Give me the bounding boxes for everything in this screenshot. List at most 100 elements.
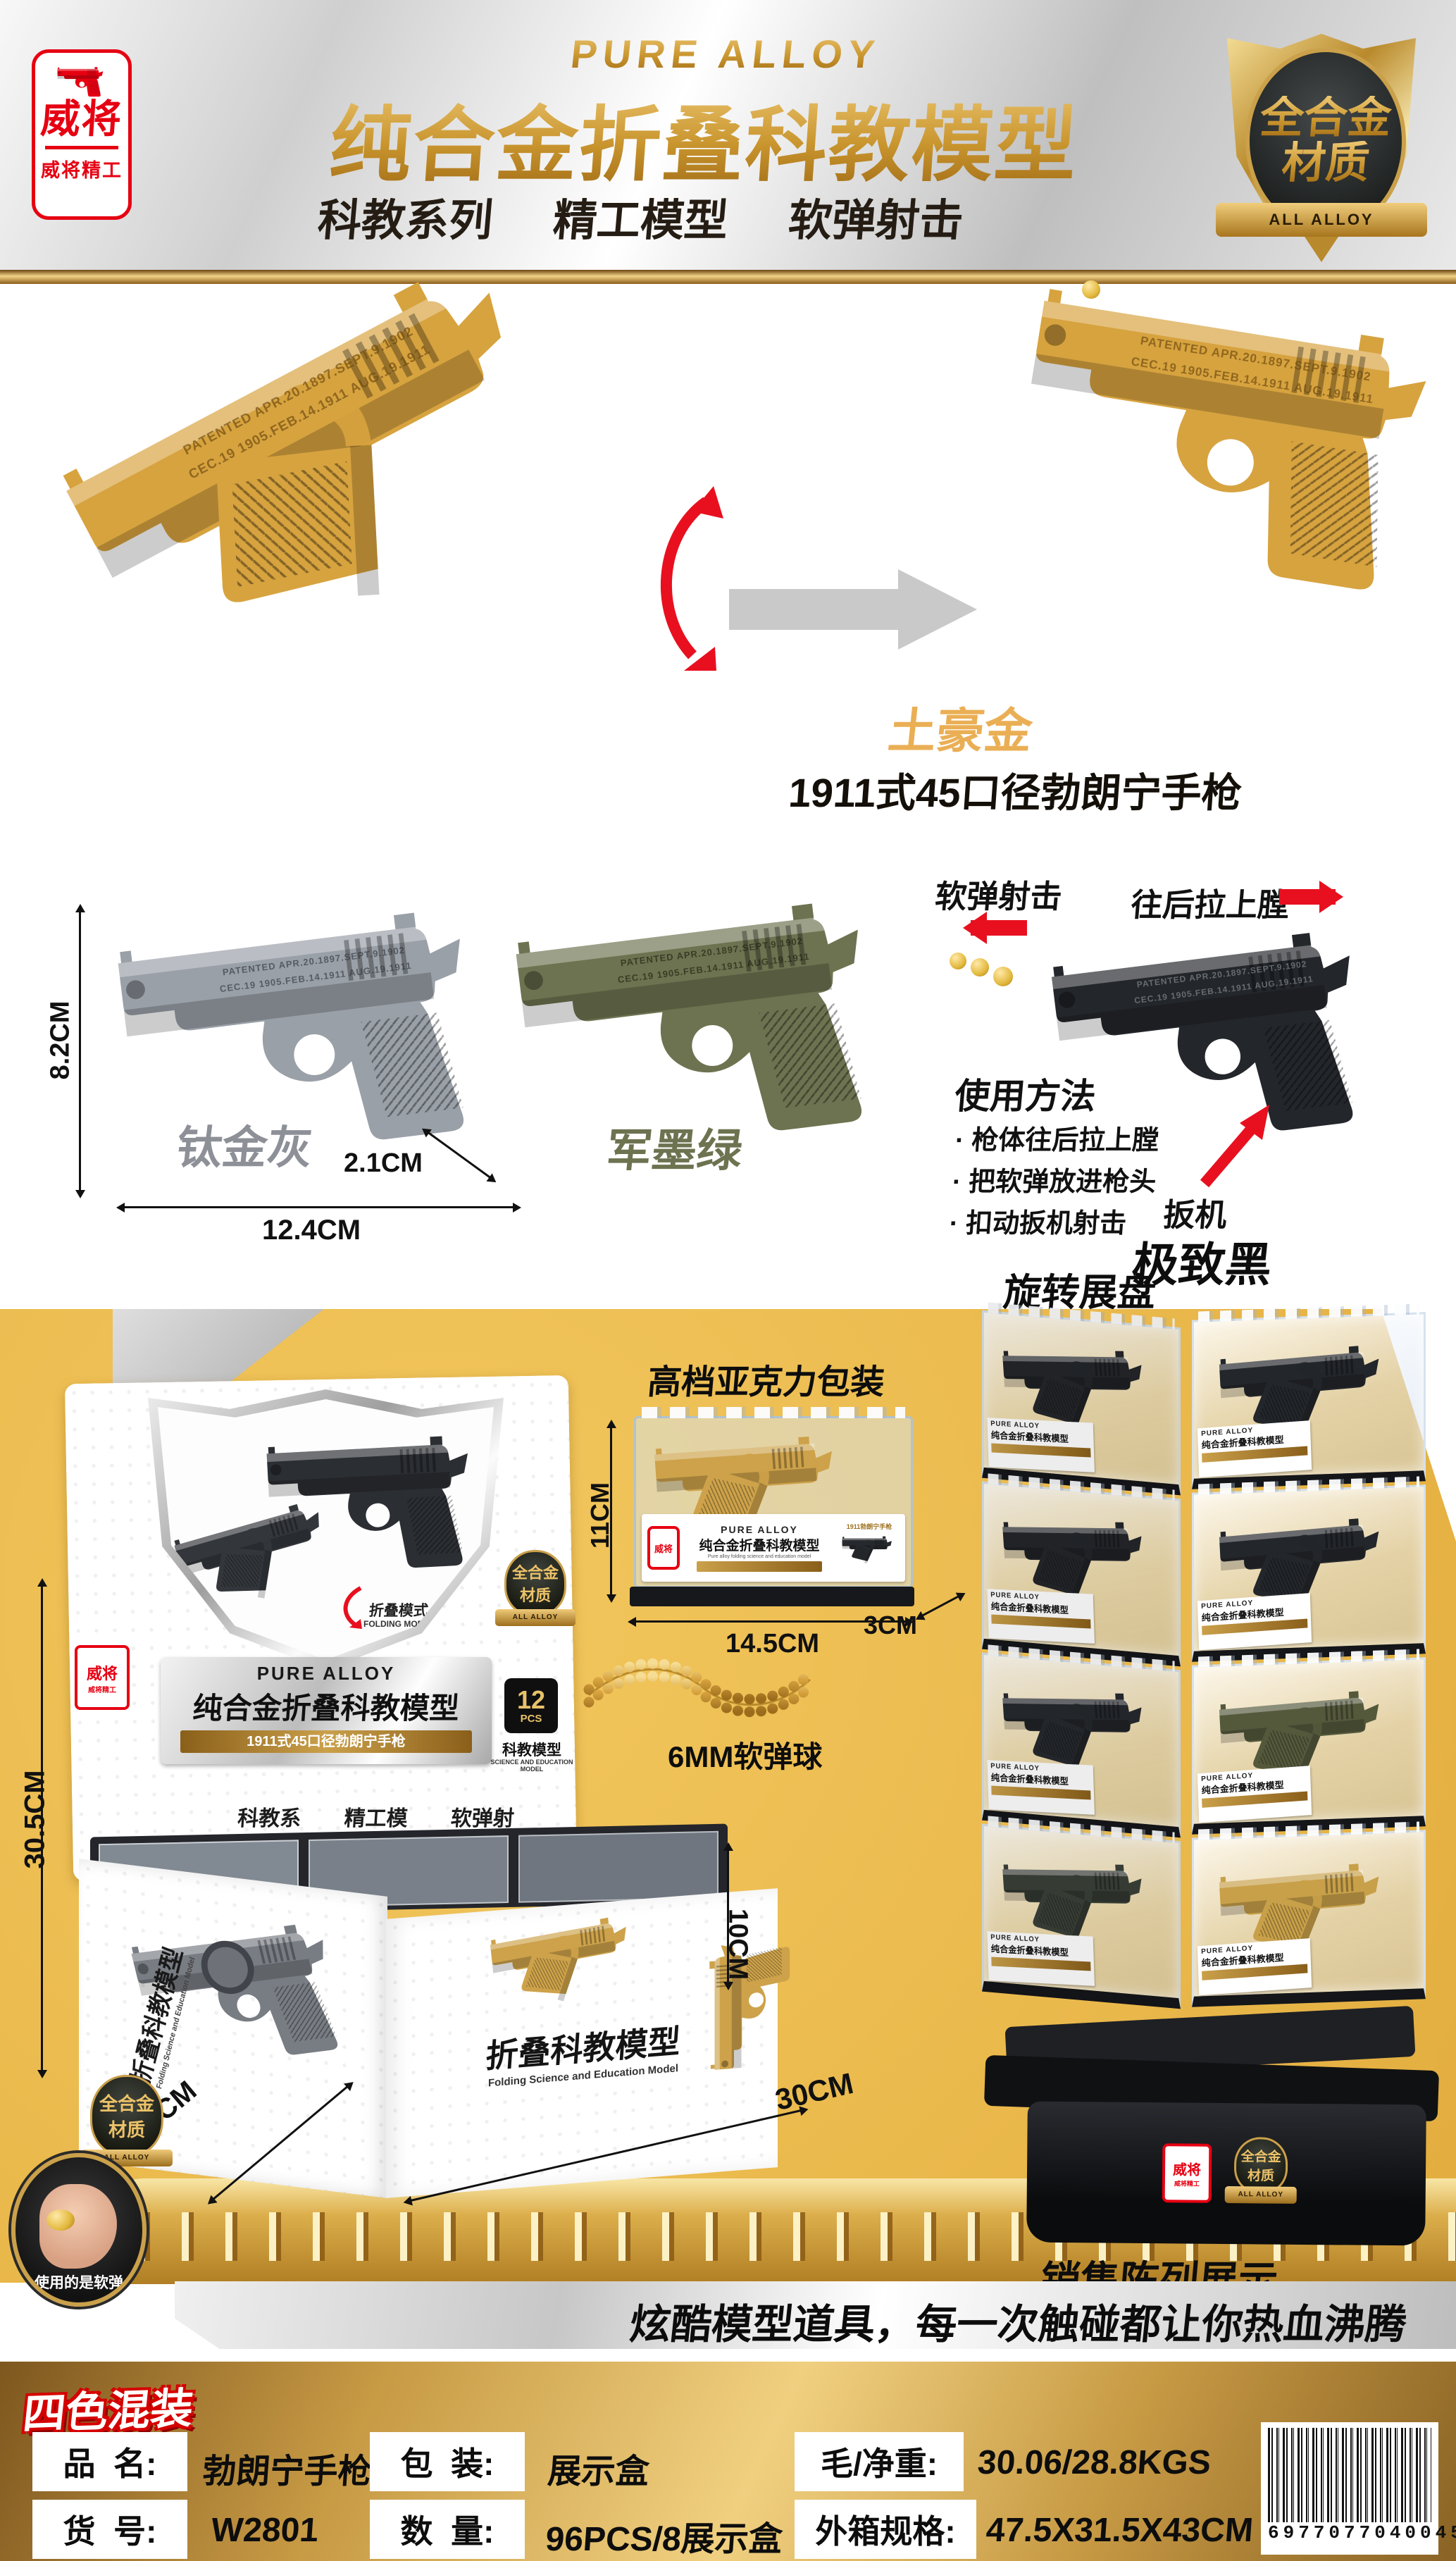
header-pure-alloy: PURE ALLOY xyxy=(540,31,911,77)
front-gold-folded-icon xyxy=(480,1901,652,2029)
pedestal-badge: 全合金 材质 ALL ALLOY xyxy=(1224,2137,1297,2211)
acrylic-h-line xyxy=(606,1420,616,1603)
pistol-gold-icon xyxy=(979,244,1456,626)
brand-name: 威将 xyxy=(39,97,125,141)
shield-mode-en: FOLDING MODE xyxy=(363,1619,430,1629)
card-sub: Pure alloy folding science and education… xyxy=(707,1554,811,1559)
bead-wave-icon xyxy=(583,1658,816,1718)
badge-tip xyxy=(1305,237,1338,279)
brand-logo: 威将 威将精工 xyxy=(32,49,132,220)
acrylic-box: 威将 PURE ALLOY 纯合金折叠科教模型 Pure alloy foldi… xyxy=(634,1407,913,1588)
acrylic-h-label: 11CM xyxy=(585,1482,614,1549)
soft-bullet-bead xyxy=(1082,280,1100,299)
spec-area xyxy=(0,2362,1456,2561)
usage-steps: · 枪体往后拉上膛 · 把软弹放进枪头 · 扣动扳机射击 xyxy=(948,1120,1161,1245)
brand-gun-icon xyxy=(48,63,116,99)
mini-badge-ribbon: ALL ALLOY xyxy=(1224,2185,1297,2204)
bead-1 xyxy=(950,953,966,969)
card-mini-gun-icon xyxy=(839,1531,898,1570)
box-ribbon: PURE ALLOY 纯合金折叠科教模型 1911式45口径勃朗宁手枪 xyxy=(161,1657,492,1764)
ribbon-en: PURE ALLOY xyxy=(256,1663,396,1684)
green-label: 军墨绿 xyxy=(604,1125,745,1176)
box-face-left: 折叠科教模型 Folding Science and Education Mod… xyxy=(79,1859,387,2198)
box-face-right: 折叠科教模型 Folding Science and Education Mod… xyxy=(386,1888,778,2198)
header-band xyxy=(0,0,1456,270)
spec-qty-label: 数 量: xyxy=(370,2500,525,2559)
hero-folded-gun: PATENTED APR.20.1897.SEPT.9.1902 CEC.19 … xyxy=(13,194,683,792)
box-inner-label: 10CM xyxy=(723,1908,753,1980)
tower-case: PURE ALLOY 纯合金折叠科教模型 xyxy=(1192,1484,1426,1662)
stamp-name: 威将 xyxy=(86,1664,118,1682)
fold-arrow-icon xyxy=(661,486,723,671)
feature-2: 精工模型 xyxy=(551,197,730,245)
hand-bead xyxy=(46,2209,75,2231)
slogan-text: 炫酷模型道具，每一次触碰都让你热血沸腾 xyxy=(627,2302,1409,2348)
card-mini-gun-block: 1911勃朗宁手枪 xyxy=(839,1522,900,1574)
box-inner-line xyxy=(723,1842,733,1990)
all-alloy-badge: 全合金 材质 ALL ALLOY xyxy=(1216,28,1427,264)
acrylic-package: 威将 PURE ALLOY 纯合金折叠科教模型 Pure alloy foldi… xyxy=(585,1402,963,1658)
spec-name-label: 品 名: xyxy=(32,2432,187,2491)
spec-weight-value: 30.06/28.8KGS xyxy=(976,2444,1212,2481)
pull-label: 往后拉上膛 xyxy=(1129,887,1291,923)
case-card: PURE ALLOY 纯合金折叠科教模型 xyxy=(987,1931,1095,1986)
acrylic-card: 威将 PURE ALLOY 纯合金折叠科教模型 Pure alloy foldi… xyxy=(642,1514,905,1582)
mini-badge-ribbon: ALL ALLOY xyxy=(495,1609,575,1626)
tower-case: PURE ALLOY 纯合金折叠科教模型 xyxy=(1192,1312,1426,1489)
usage-step-2: · 把软弹放进枪头 xyxy=(951,1167,1157,1197)
spec-pack-value: 展示盒 xyxy=(546,2453,651,2491)
pcs-note2: SCIENCE AND EDUCATION MODEL xyxy=(490,1759,573,1773)
pull-arrow-icon xyxy=(1279,881,1343,913)
feature-3: 软弹射击 xyxy=(786,197,966,245)
shoot-label: 软弹射击 xyxy=(933,879,1064,914)
acrylic-title: 高档亚克力包装 xyxy=(646,1364,886,1401)
tower-column-left: PURE ALLOY 纯合金折叠科教模型 PURE ALLOY 纯合金折叠科教模… xyxy=(982,1310,1181,2013)
mini-badge-line2: 材质 xyxy=(1247,2169,1275,2184)
box-h-line xyxy=(37,1578,47,2078)
card-stamp: 威将 xyxy=(647,1526,680,1570)
gray-label: 钛金灰 xyxy=(174,1122,316,1173)
shield-fold-arrow-icon xyxy=(343,1586,362,1629)
card-tag: 1911勃朗宁手枪 xyxy=(846,1523,892,1530)
usage-step-text: 把软弹放进枪头 xyxy=(967,1167,1157,1197)
trigger-label: 扳机 xyxy=(1162,1197,1228,1233)
bead-3 xyxy=(993,967,1013,986)
spec-weight-label: 毛/净重: xyxy=(795,2432,964,2491)
card-texts: PURE ALLOY 纯合金折叠科教模型 Pure alloy folding … xyxy=(685,1524,833,1572)
tower-case: PURE ALLOY 纯合金折叠科教模型 xyxy=(1192,1830,1426,2007)
spec-item-label: 货 号: xyxy=(32,2500,187,2559)
mini-badge-line1: 全合金 xyxy=(511,1564,559,1582)
stamp-sub: 威将精工 xyxy=(88,1686,116,1694)
dim-height-label: 8.2CM xyxy=(45,1000,75,1080)
pedestal-stamp: 威将 威将精工 xyxy=(1162,2143,1212,2203)
case-card: PURE ALLOY 纯合金折叠科教模型 xyxy=(987,1589,1095,1644)
dim-length-label: 12.4CM xyxy=(262,1215,361,1246)
mini-badge-line1: 全合金 xyxy=(99,2093,154,2114)
usage-step-3: · 扣动扳机射击 xyxy=(948,1208,1128,1239)
acrylic-base xyxy=(630,1587,914,1606)
mini-badge-line1: 全合金 xyxy=(1240,2150,1281,2165)
pcs-badge: 12 PCS xyxy=(504,1678,558,1733)
header-features: 科教系列 精工模型 软弹射击 xyxy=(314,185,968,248)
spec-carton-label: 外箱规格: xyxy=(795,2500,976,2559)
card-cn: 纯合金折叠科教模型 xyxy=(699,1539,820,1554)
barcode-digits: 6977077040045 xyxy=(1268,2522,1456,2543)
dim-length-line xyxy=(116,1203,521,1213)
mix-label: 四色混装 xyxy=(20,2384,196,2438)
case-card: PURE ALLOY 纯合金折叠科教模型 xyxy=(1197,1593,1312,1651)
barcode: 6977077040045 xyxy=(1261,2422,1456,2555)
brand-divider xyxy=(45,146,118,149)
case-card: PURE ALLOY 纯合金折叠科教模型 xyxy=(987,1760,1095,1815)
case-card: PURE ALLOY 纯合金折叠科教模型 xyxy=(1197,1766,1312,1823)
case-card: PURE ALLOY 纯合金折叠科教模型 xyxy=(1197,1420,1312,1478)
tower-case: PURE ALLOY 纯合金折叠科教模型 xyxy=(982,1481,1181,1667)
header-title: 纯合金折叠科教模型 xyxy=(292,79,1117,197)
tower-case: PURE ALLOY 纯合金折叠科教模型 xyxy=(982,1823,1181,2009)
acrylic-comb xyxy=(642,1407,905,1418)
tray-case xyxy=(518,1830,718,1903)
tower-pedestal: 威将 威将精工 全合金 材质 ALL ALLOY xyxy=(1026,2101,1426,2246)
box-h-label: 30.5CM xyxy=(19,1770,51,1869)
box-stamp: 威将 威将精工 xyxy=(75,1645,130,1710)
mini-badge-line2: 材质 xyxy=(108,2119,145,2140)
